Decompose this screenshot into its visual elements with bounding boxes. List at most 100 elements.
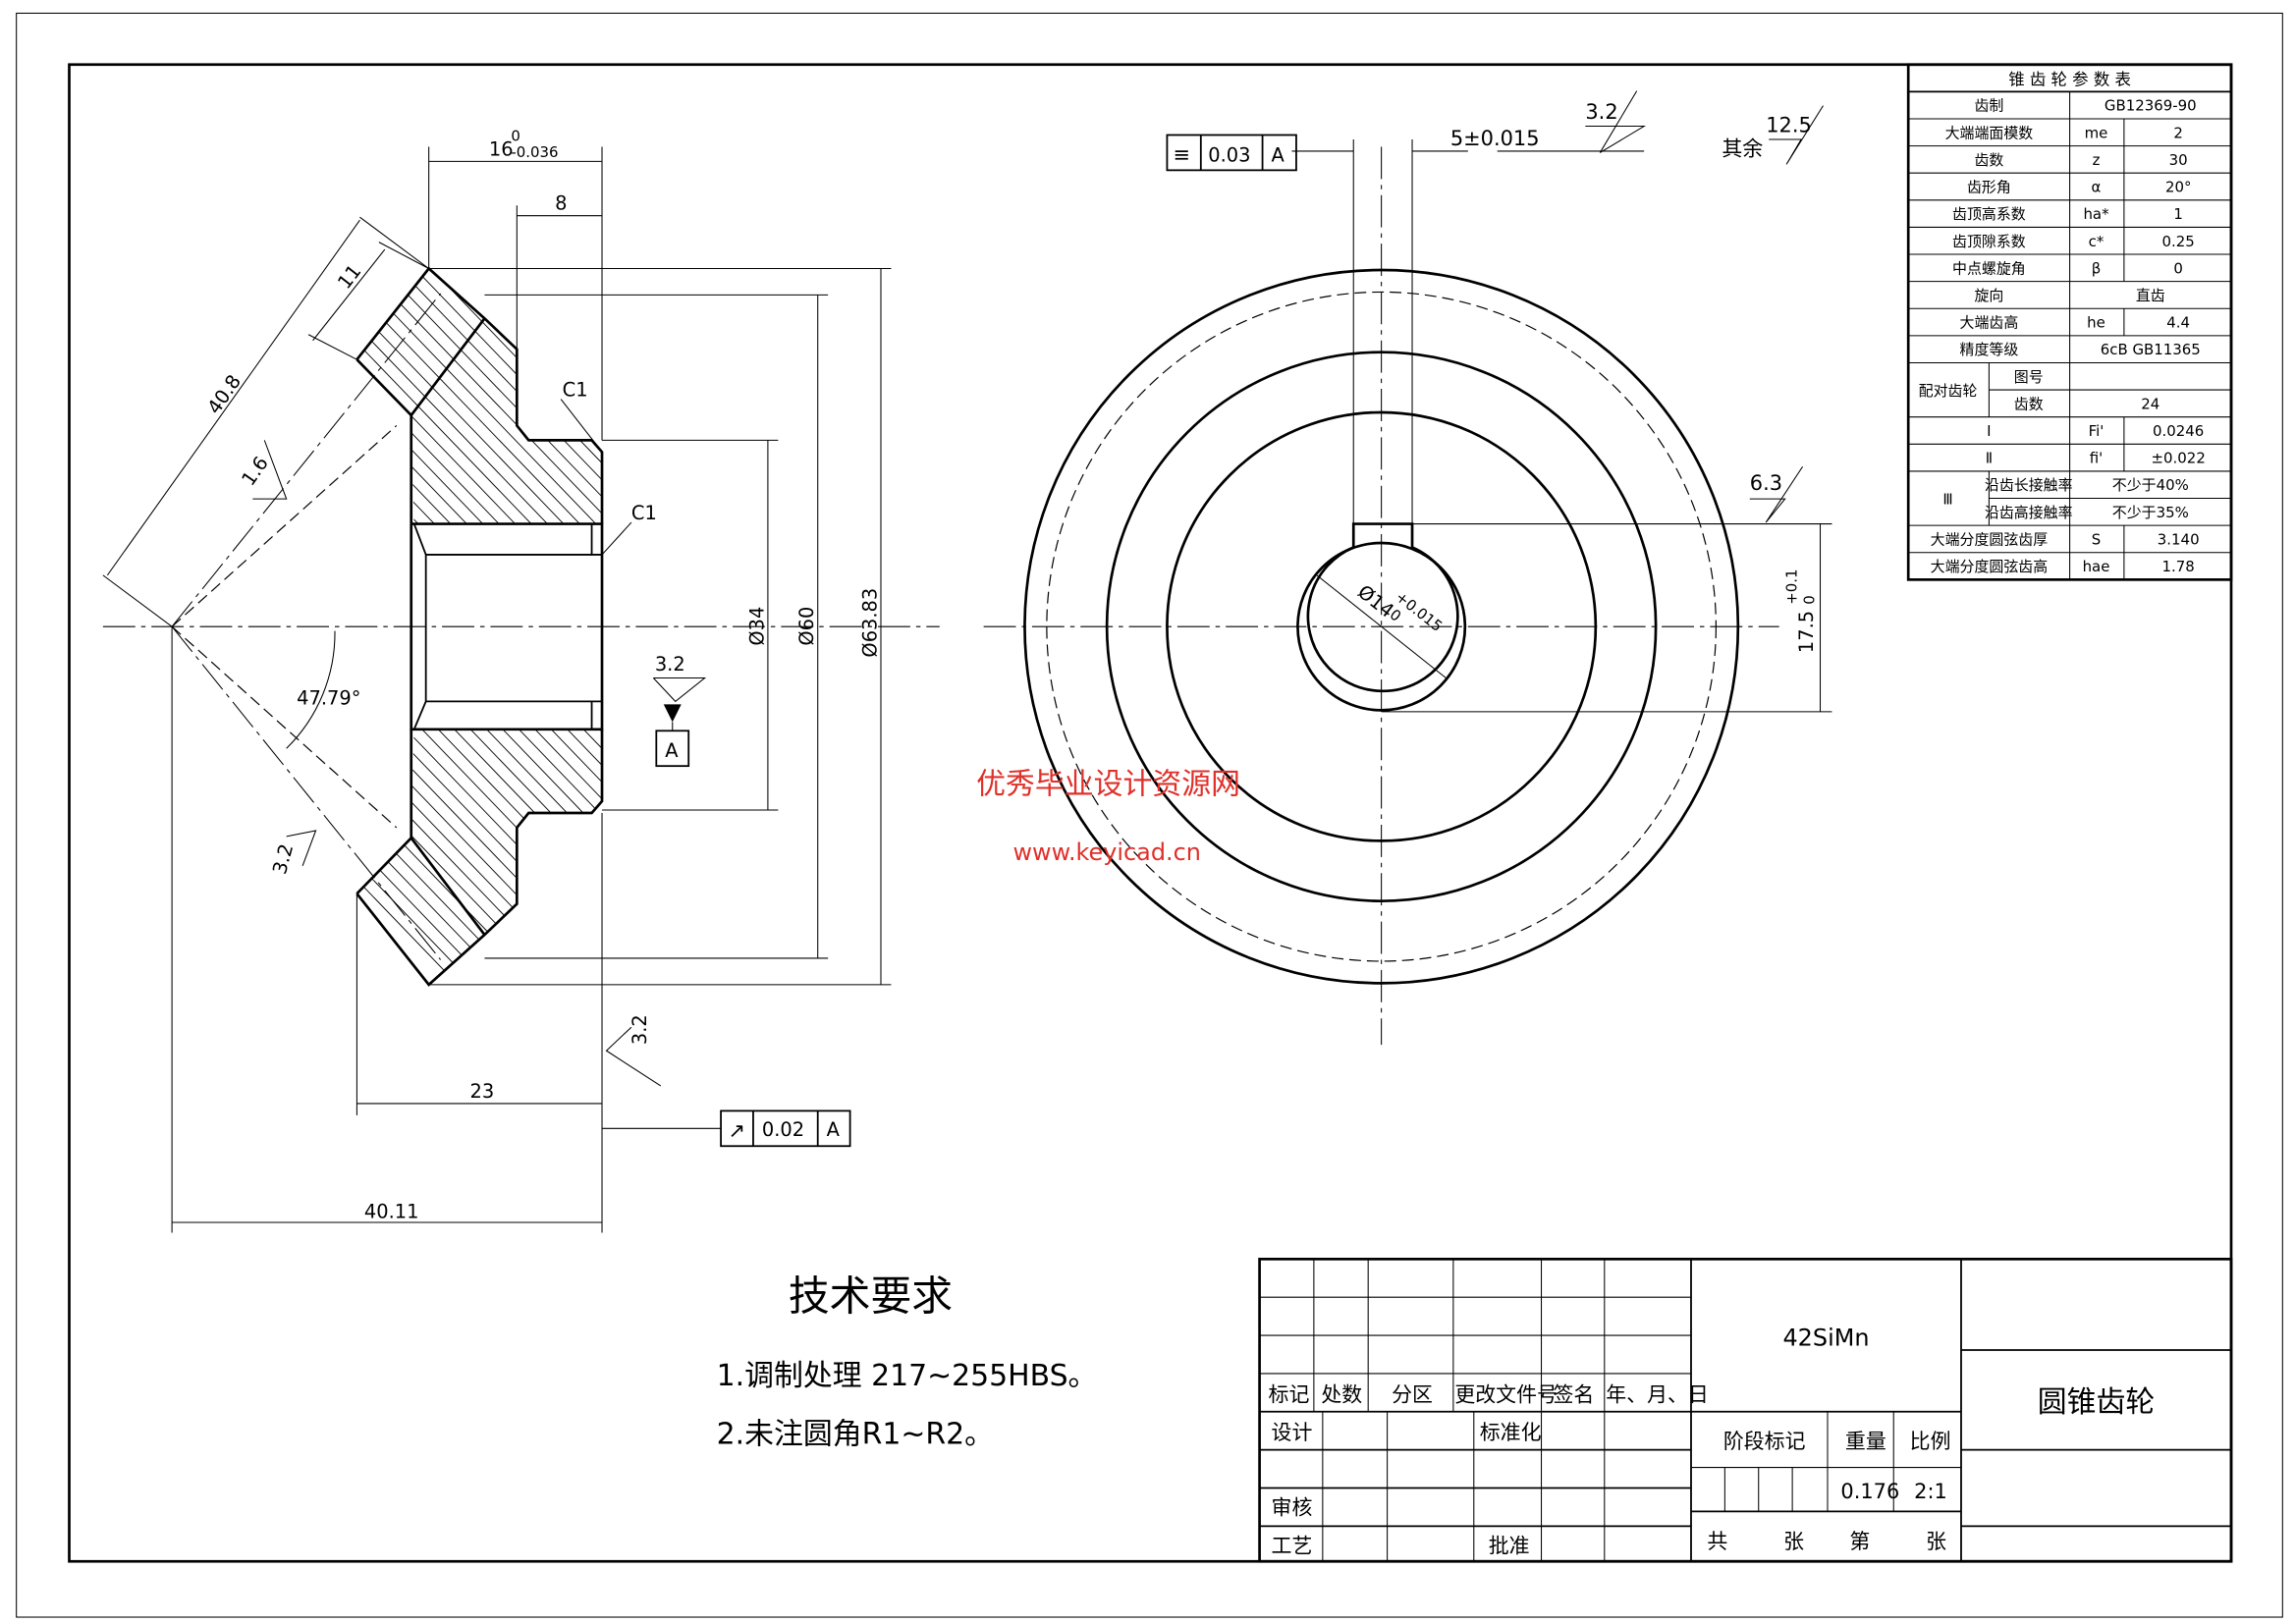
label-design: 设计 (1272, 1421, 1313, 1444)
hatch-line (356, 268, 603, 985)
param-label: 齿顶高系数 (1952, 205, 2026, 223)
bore-chamfer-right (590, 523, 603, 556)
bore-circle (1306, 546, 1459, 693)
chord-label: 大端分度圆弦齿高 (1931, 558, 2049, 575)
hatch-line (356, 268, 603, 985)
hatch-line (356, 268, 603, 985)
pitch-cone-line (171, 293, 442, 627)
param-value: GB12369-90 (2105, 97, 2197, 115)
param-value: 直齿 (2136, 287, 2165, 304)
hatch-line (356, 268, 603, 985)
header-date: 年、月、日 (1606, 1382, 1709, 1406)
header-zone: 分区 (1392, 1382, 1433, 1406)
runout-frame (720, 1109, 851, 1148)
bore-chamfer-circle (1296, 541, 1467, 712)
dim-16-tol-lower: -0.036 (511, 143, 558, 161)
hatch-line (356, 268, 603, 985)
hatch-line (356, 268, 502, 985)
tech-req-item: 1.调制处理 217~255HBS。 (717, 1359, 1098, 1393)
sheet-border (16, 12, 2283, 1618)
param-label: 大端齿高 (1960, 314, 2019, 332)
tolerance-symbol: fi' (2090, 450, 2104, 467)
roughness-3-2-hub: 3.2 (629, 1014, 651, 1045)
contact-length-value: 不少于40% (2112, 476, 2189, 494)
symmetry-value: 0.03 (1208, 143, 1250, 166)
dim-40-8: 40.8 (202, 370, 246, 418)
leader (601, 521, 632, 556)
label-standardize: 标准化 (1480, 1421, 1542, 1444)
hatch-line (356, 268, 603, 985)
runout-icon: ↗ (729, 1118, 746, 1142)
dim-line-11 (312, 248, 386, 342)
label-total: 共 (1707, 1530, 1727, 1553)
cone-line (171, 625, 398, 829)
section-hatch (356, 249, 1614, 1012)
chord-value: 1.78 (2162, 558, 2195, 575)
key-depth: 17.5 (1795, 611, 1818, 653)
hatch-line (607, 249, 1340, 1012)
hatch-line (356, 268, 603, 985)
contact-height-value: 不少于35% (2112, 504, 2189, 521)
param-symbol: ha* (2083, 205, 2109, 223)
tooth-root-top (410, 317, 486, 416)
datum-a-label: A (665, 739, 679, 762)
param-label: 旋向 (1974, 287, 2003, 304)
label-sheet-no: 第 (1849, 1530, 1870, 1553)
chamfer-c1-top: C1 (563, 379, 588, 402)
roughness-rest-label: 其余 (1722, 136, 1763, 160)
hatch-line (736, 249, 1469, 1012)
param-symbol: β (2092, 259, 2102, 277)
label-sheets: 张 (1926, 1530, 1946, 1553)
dia-63-83: Ø63.83 (859, 588, 882, 658)
dim-line-14 (1316, 574, 1447, 678)
dim-16-tol-upper: 0 (511, 127, 520, 144)
roughness-3-2-keyway: 3.2 (1585, 100, 1617, 124)
param-label: 齿顶隙系数 (1952, 233, 2026, 250)
table-title: 锥 齿 轮 参 数 表 (2008, 71, 2131, 89)
chord-label: 大端分度圆弦齿厚 (1931, 530, 2049, 548)
hatch-line (356, 268, 603, 985)
roughness-symbol (286, 830, 317, 866)
param-value: 0.25 (2162, 233, 2195, 250)
hatch-line (541, 268, 603, 985)
watermark-title: 优秀毕业设计资源网 (976, 768, 1240, 802)
hatch-line (356, 268, 603, 985)
hatch-line (848, 249, 1582, 1012)
hatch-line (881, 249, 1614, 1012)
roughness-symbol (1749, 465, 1804, 523)
hatch-line (411, 268, 603, 985)
tip-circle (1023, 268, 1740, 985)
hatch-line (865, 249, 1599, 1012)
param-value: 30 (2169, 151, 2188, 169)
bore-chamfer-left (412, 523, 427, 730)
tolerance-group-label: Ⅲ (1942, 491, 1952, 509)
cone-angle: 47.79° (297, 686, 360, 709)
title-block: 标记 处数 分区 更改文件号 签名 年、月、日 设计 标准化 审核 工艺 批准 … (1258, 1258, 2233, 1563)
hatch-line (356, 268, 566, 985)
symmetry-frame (1166, 134, 1297, 172)
hatch-line (356, 268, 518, 985)
hatch-line (356, 268, 603, 985)
dim-11: 11 (333, 260, 365, 294)
back-face-bottom (355, 729, 413, 895)
roughness-symbol (252, 440, 288, 500)
label-process: 工艺 (1272, 1534, 1313, 1557)
param-symbol: α (2092, 179, 2102, 196)
watermark-url[interactable]: www.keyicad.cn (1012, 839, 1200, 866)
hatch-line (671, 249, 1404, 1012)
bore (410, 522, 604, 731)
material: 42SiMn (1782, 1325, 1869, 1352)
runout-datum: A (827, 1118, 841, 1141)
back-face-top (355, 358, 413, 524)
ext-line (307, 334, 357, 360)
hub-circle (1105, 351, 1658, 903)
roughness-3-2-back: 3.2 (268, 841, 298, 877)
tech-req-item: 2.未注圆角R1~R2。 (717, 1418, 994, 1452)
param-symbol: z (2093, 151, 2101, 169)
hatch-line (356, 268, 603, 985)
ext-line (378, 242, 429, 269)
hatch-line (356, 268, 603, 985)
hatch-line (356, 268, 603, 985)
tech-req-title: 技术要求 (789, 1272, 953, 1321)
